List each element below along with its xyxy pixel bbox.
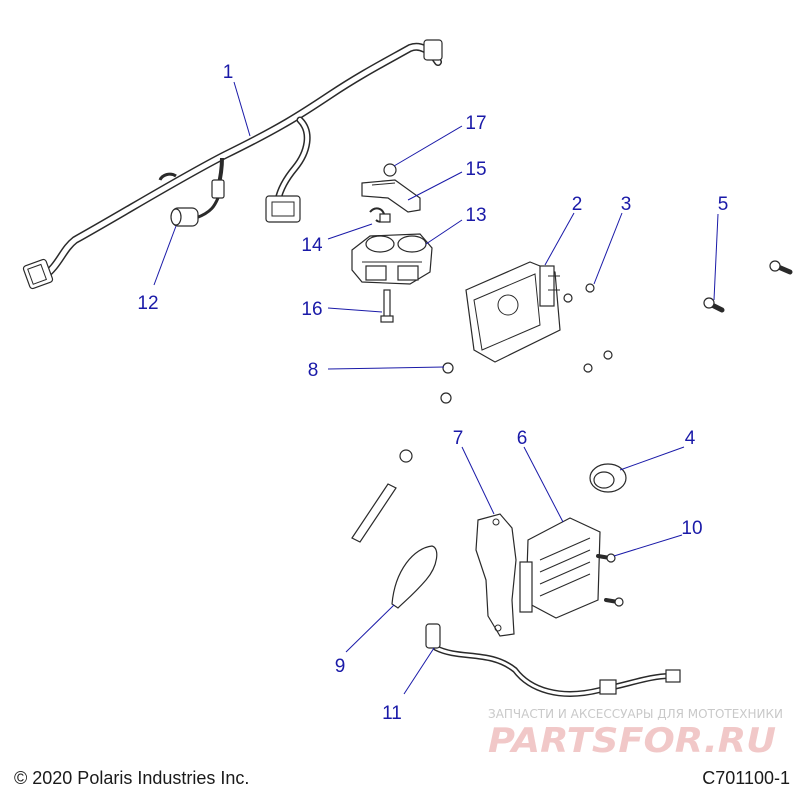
- wire-harness-drawing: [22, 39, 443, 290]
- callout-15: 15: [465, 159, 486, 180]
- regulator-drawing: [519, 517, 601, 619]
- ignition-coil-drawing: [351, 233, 433, 285]
- leader-lines: [153, 81, 719, 695]
- callout-4: 4: [685, 428, 696, 449]
- callout-2: 2: [572, 194, 583, 215]
- callout-9: 9: [335, 656, 346, 677]
- callout-3: 3: [621, 194, 632, 215]
- callout-5: 5: [718, 194, 729, 215]
- callout-13: 13: [465, 205, 486, 226]
- watermark-tagline: ЗАПЧАСТИ И АКСЕССУАРЫ ДЛЯ МОТОТЕХНИКИ: [488, 707, 783, 721]
- callout-8: 8: [308, 360, 319, 381]
- callout-14: 14: [301, 235, 323, 256]
- small-screws-drawing: [399, 283, 613, 463]
- callout-1: 1: [223, 62, 234, 83]
- callout-17: 17: [465, 113, 486, 134]
- bolt-16-drawing: [380, 289, 394, 323]
- callout-11: 11: [382, 703, 402, 724]
- callout-6: 6: [517, 428, 528, 449]
- sensor-cable-drawing: [425, 623, 681, 697]
- callout-labels: 1 2 3 4 5 6 7 8 9 10 11 12 13 14 15 16 1…: [137, 62, 728, 724]
- grommet-drawing: [589, 463, 627, 493]
- watermark: ЗАПЧАСТИ И АКСЕССУАРЫ ДЛЯ МОТОТЕХНИКИ PA…: [488, 707, 783, 761]
- strap-drawing: [351, 483, 397, 543]
- watermark-brand: PARTSFOR.RU: [488, 721, 776, 761]
- diagram-code: C701100-1: [702, 768, 790, 788]
- clip-drawing: [369, 207, 391, 223]
- callout-7: 7: [453, 428, 464, 449]
- callout-12: 12: [137, 293, 158, 314]
- loop-tie-drawing: [391, 545, 438, 609]
- callout-16: 16: [301, 299, 322, 320]
- screws-10-drawing: [596, 553, 624, 607]
- sensor-pigtail-drawing: [170, 197, 220, 227]
- ecu-drawing: [465, 261, 561, 363]
- callout-10: 10: [681, 518, 702, 539]
- copyright-text: © 2020 Polaris Industries Inc.: [14, 768, 249, 788]
- bolts-5-drawing: [703, 260, 793, 313]
- bracket-drawing: [361, 163, 421, 213]
- plate-drawing: [475, 513, 517, 637]
